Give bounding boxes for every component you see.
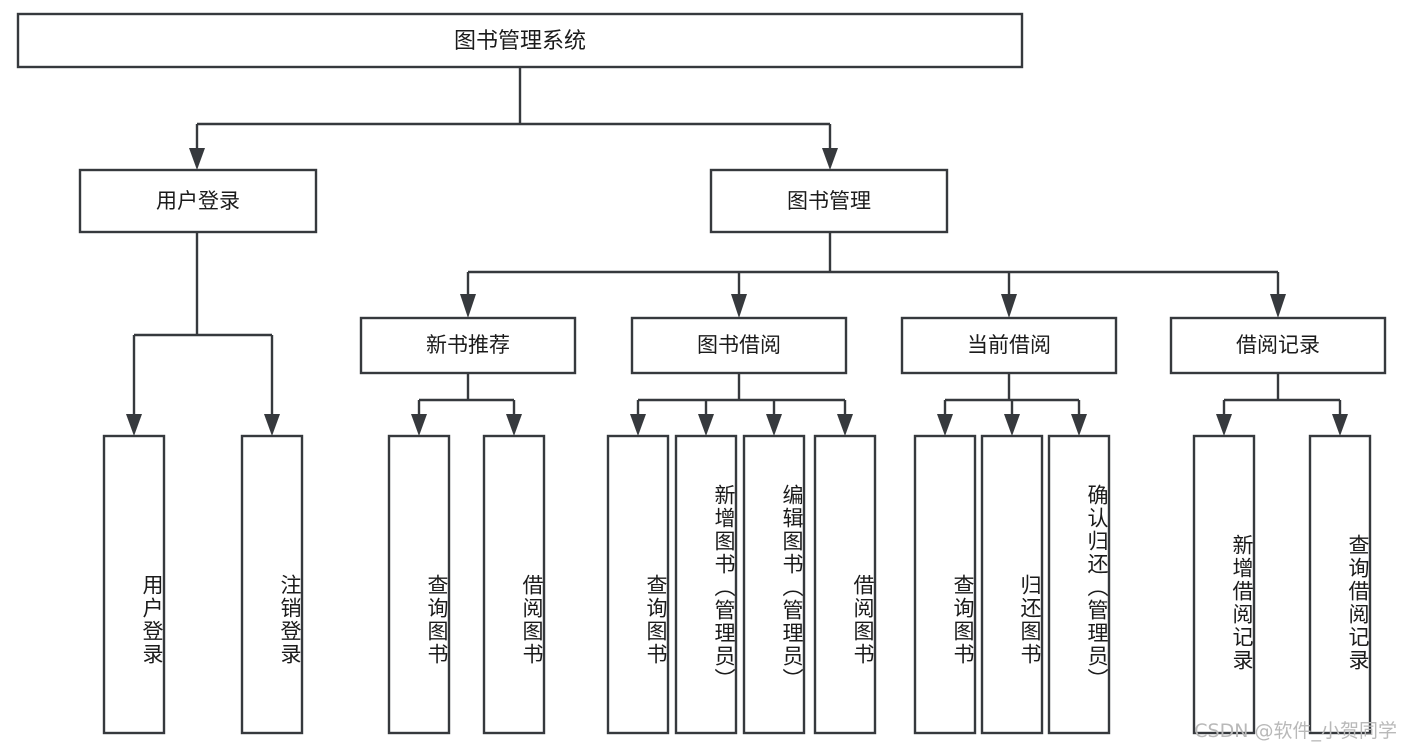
leaf-box-query-book-2[interactable] [606,434,670,735]
leaf-box-user-logout[interactable] [240,434,304,735]
connector-currentborrow-to-leaves [937,373,1087,436]
connector-borrowrecord-to-leaves [1216,373,1348,436]
connector-userlogin-to-leaves [126,232,280,436]
node-borrow-record[interactable]: 借阅记录 [1169,316,1387,375]
leaf-box-confirm-return[interactable] [1047,434,1111,735]
node-current-borrow[interactable]: 当前借阅 [900,316,1118,375]
node-new-book-recommend-label: 新书推荐 [426,333,510,357]
node-root-label: 图书管理系统 [454,29,586,54]
leaf-box-user-login[interactable] [102,434,166,735]
leaf-boxes [102,434,1372,735]
node-user-login-label: 用户登录 [156,189,240,213]
connector-root-to-level1 [189,67,838,170]
leaf-box-query-book-3[interactable] [913,434,977,735]
node-book-manage-label: 图书管理 [787,189,871,213]
leaf-box-edit-book[interactable] [742,434,806,735]
connector-bookborrow-to-leaves [630,373,853,436]
node-book-borrow[interactable]: 图书借阅 [630,316,848,375]
connector-newbook-to-leaves [411,373,522,436]
leaf-box-query-book-1[interactable] [387,434,451,735]
node-user-login[interactable]: 用户登录 [78,168,318,234]
arrow-to-user-login [189,148,205,170]
csdn-watermark: CSDN @软件_小贺同学 [1194,720,1397,742]
leaf-box-add-book[interactable] [674,434,738,735]
node-book-borrow-label: 图书借阅 [697,333,781,357]
leaf-box-return-book[interactable] [980,434,1044,735]
connector-bookmanage-to-level2 [460,232,1286,318]
leaf-box-borrow-book-1[interactable] [482,434,546,735]
node-new-book-recommend[interactable]: 新书推荐 [359,316,577,375]
leaf-box-add-record[interactable] [1192,434,1256,735]
node-book-manage[interactable]: 图书管理 [709,168,949,234]
node-borrow-record-label: 借阅记录 [1236,333,1320,357]
node-current-borrow-label: 当前借阅 [967,333,1051,357]
node-root[interactable]: 图书管理系统 [16,12,1024,69]
leaf-box-query-record[interactable] [1308,434,1372,735]
arrow-to-book-manage [822,148,838,170]
leaf-box-borrow-book-2[interactable] [813,434,877,735]
